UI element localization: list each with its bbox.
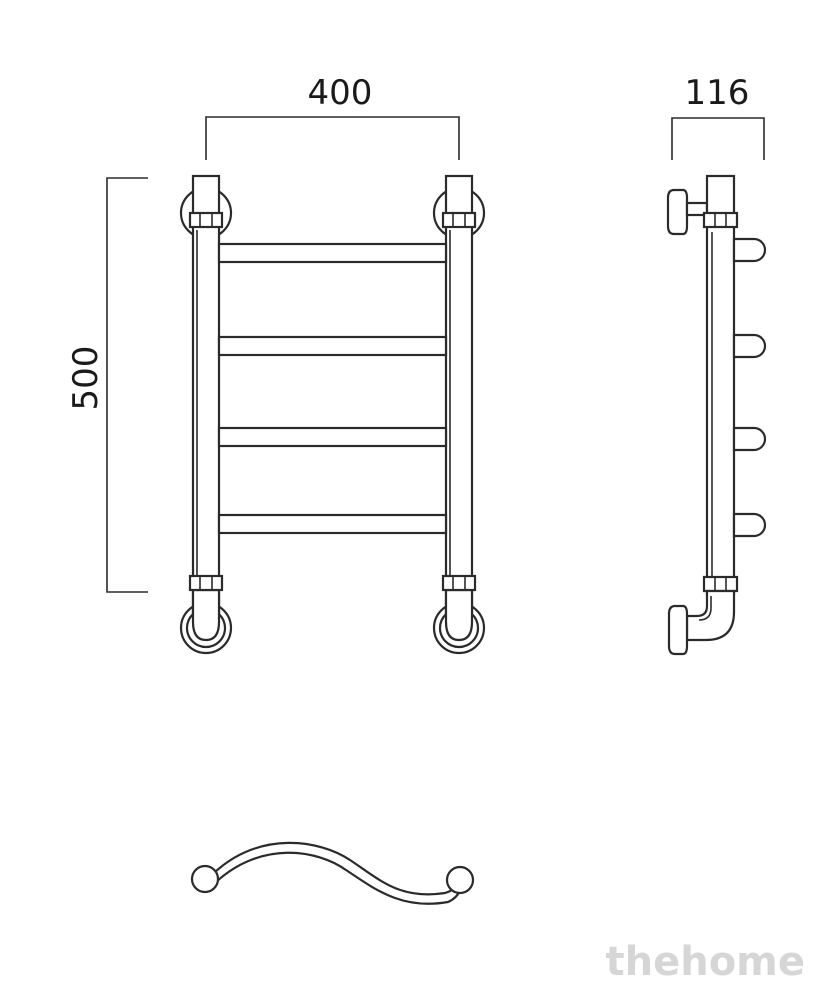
height-label: 500 [66,346,106,411]
side-rung-1 [732,237,767,263]
width-dimension-line [205,116,460,160]
right-bottom-nut [441,574,477,592]
height-dimension: 500 [66,177,148,593]
depth-label: 116 [685,73,750,113]
top-view-right-end [445,865,475,895]
width-label: 400 [308,73,373,113]
rung-1 [217,242,448,264]
left-bottom-elbow [191,588,221,642]
top-view-curve-inner [215,851,463,905]
depth-dimension: 116 [671,73,765,160]
side-top-nut [702,211,739,229]
front-view [179,174,486,655]
watermark: thehome [606,939,806,985]
side-view [666,174,767,656]
rung-2 [217,335,448,357]
side-upright [705,174,736,596]
side-bottom-wall-mount [667,604,689,656]
rung-3 [217,426,448,448]
width-dimension: 400 [205,73,460,160]
rung-4 [217,513,448,535]
depth-dimension-line [671,117,765,160]
side-rung-4 [732,512,767,538]
top-view-left-end [190,864,220,894]
side-bottom-nut [702,575,739,593]
side-bottom-elbow-highlight [698,596,712,621]
side-rung-3 [732,426,767,452]
top-view [190,841,475,905]
right-bottom-elbow [444,588,474,642]
side-rung-2 [732,333,767,359]
height-dimension-line [106,177,148,593]
side-top-wall-mount [666,188,689,236]
right-top-nut [441,211,477,229]
top-view-curve-outer [213,841,464,896]
left-top-nut [188,211,224,229]
left-bottom-nut [188,574,224,592]
